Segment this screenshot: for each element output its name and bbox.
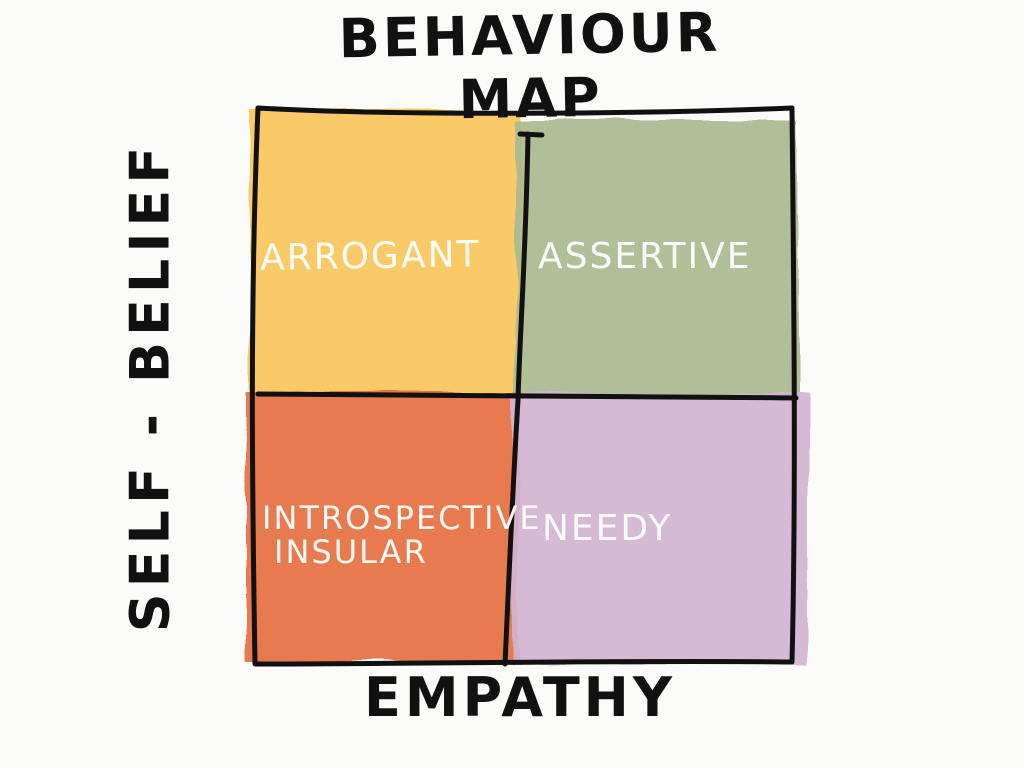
quadrant-label-arrogant: ARROGANT [259,234,481,279]
quadrant-assertive-fill [516,120,798,398]
grid-vertical-divider [502,131,531,667]
grid-outer-frame [249,105,797,667]
grid-horizontal-divider [255,391,799,401]
quadrant-label-insular-line2: INSULAR [274,532,428,571]
y-axis-label: SELF - BELIEF [118,140,182,633]
grid-divider-cap [517,131,545,138]
x-axis-label: EMPATHY [364,666,676,729]
quadrant-label-introspective-line1: INTROSPECTIVE [262,499,542,537]
quadrant-arrogant-fill [250,110,522,395]
map-title: BEHAVIOUR MAP [338,0,721,132]
quadrant-needy-fill [512,394,808,664]
quadrant-introspective-fill [246,392,518,662]
quadrant-label-introspective: INTROSPECTIVE INSULAR [262,499,542,571]
quadrant-label-assertive: ASSERTIVE [538,236,752,277]
quadrant-label-needy: NEEDY [542,508,673,549]
